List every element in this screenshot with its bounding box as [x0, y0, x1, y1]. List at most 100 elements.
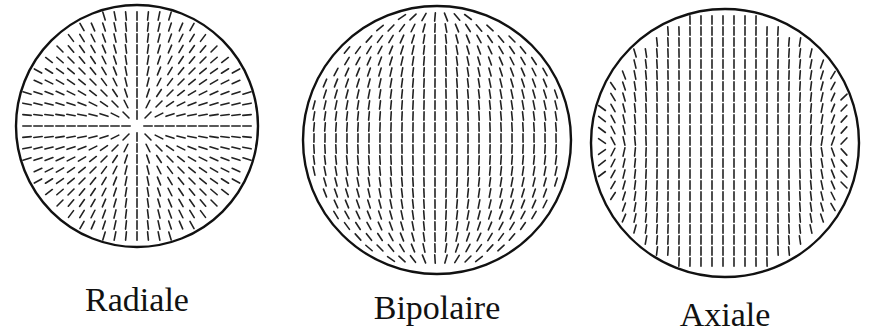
director-dash [243, 114, 251, 116]
director-dash [136, 166, 138, 174]
director-dash [799, 60, 801, 68]
director-dash [511, 79, 513, 87]
director-dash [777, 82, 779, 90]
director-dash [544, 178, 546, 186]
director-dash [155, 135, 163, 139]
director-dash [500, 112, 502, 120]
director-dash [379, 200, 381, 208]
director-dash [799, 38, 800, 46]
director-dash [599, 127, 606, 132]
director-dash [766, 115, 768, 123]
director-dash [368, 145, 370, 153]
director-dash [744, 170, 746, 178]
director-dash [390, 112, 392, 120]
director-dash [689, 49, 691, 57]
director-dash [45, 69, 52, 73]
director-dash [345, 57, 349, 64]
director-dash [45, 92, 53, 95]
director-dash [390, 145, 392, 153]
director-dash [423, 145, 425, 153]
director-dash [766, 93, 768, 101]
director-dash [511, 134, 513, 142]
director-dash [510, 47, 515, 54]
director-dash [102, 67, 106, 74]
director-dash [478, 134, 480, 142]
director-dash [114, 56, 117, 64]
director-dash [656, 247, 659, 255]
director-dash [313, 123, 315, 131]
director-dash [243, 158, 251, 160]
director-dash [366, 234, 371, 241]
director-dash [145, 134, 151, 140]
director-dash [667, 203, 669, 211]
director-dash [199, 147, 207, 150]
director-dash [221, 103, 229, 105]
director-dash [67, 147, 75, 150]
director-dash [711, 203, 713, 211]
director-dash [324, 101, 326, 109]
director-dash [656, 115, 658, 123]
director-dash [599, 150, 606, 155]
director-dash [445, 167, 447, 175]
director-dash [313, 156, 314, 164]
director-dash [656, 60, 658, 68]
director-dash [522, 145, 524, 153]
director-dash [102, 199, 105, 207]
director-dash [103, 23, 106, 31]
director-dash [711, 258, 713, 266]
director-dash [477, 35, 481, 42]
director-dash [125, 23, 128, 31]
droplet-configuration: Radiale [13, 2, 261, 319]
director-dash [377, 36, 382, 43]
director-dash [335, 112, 336, 120]
director-dash [544, 101, 546, 109]
director-dash [722, 148, 724, 156]
director-dash [346, 145, 348, 153]
director-dash [78, 157, 85, 161]
director-dash [23, 147, 31, 149]
director-dash [91, 199, 95, 206]
director-dash [210, 91, 218, 94]
director-dash [125, 188, 126, 196]
director-dash [467, 211, 469, 219]
director-dash [777, 126, 779, 134]
director-dash [733, 137, 735, 145]
director-dash [23, 114, 31, 116]
director-dash [136, 56, 138, 64]
director-dash [521, 200, 524, 208]
director-dash [401, 57, 403, 65]
director-dash [766, 82, 768, 90]
director-dash [366, 245, 372, 250]
director-dash [113, 156, 118, 163]
director-dash [611, 159, 615, 166]
director-dash [678, 137, 680, 145]
director-dash [656, 104, 658, 112]
director-dash [711, 115, 713, 123]
director-dash [357, 156, 359, 164]
director-dash [634, 192, 635, 200]
director-dash [168, 45, 171, 53]
director-dash [368, 200, 371, 208]
director-dash [755, 60, 757, 68]
director-dash [434, 145, 436, 153]
director-dash [401, 167, 403, 175]
director-dash [489, 167, 491, 175]
director-dash [232, 103, 240, 105]
director-dash [367, 222, 371, 229]
director-dash [67, 91, 75, 95]
director-dash [211, 46, 217, 52]
director-dash [232, 136, 240, 139]
configuration-label: Radiale [13, 281, 261, 318]
director-dash [499, 57, 502, 65]
director-dash [744, 137, 746, 145]
director-dash [136, 232, 138, 240]
director-dash [210, 157, 218, 160]
director-dash [467, 101, 469, 109]
director-dash [401, 222, 403, 230]
director-dash [634, 181, 635, 189]
director-dash [357, 167, 358, 175]
director-dash [401, 68, 402, 76]
director-dash [89, 146, 97, 150]
director-dash [623, 93, 625, 101]
director-dash [136, 133, 138, 141]
